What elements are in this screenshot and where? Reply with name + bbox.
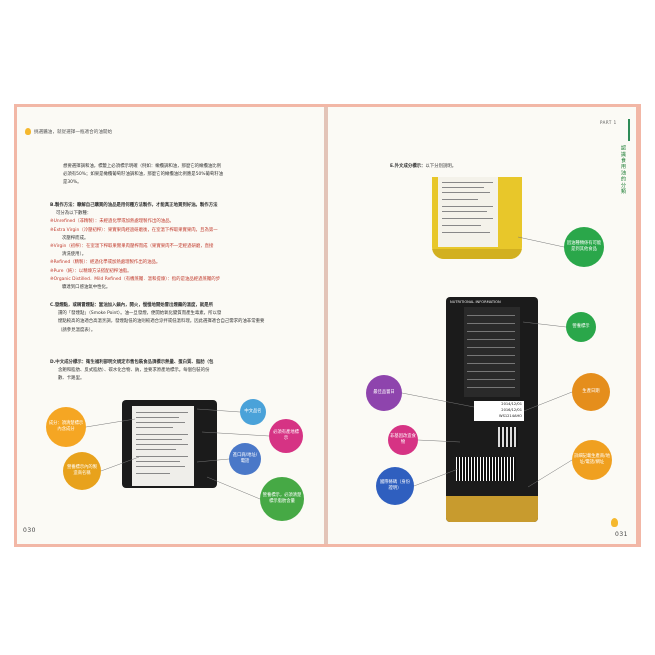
circle-ingredients: 成分：須清楚標示內含成分	[46, 407, 86, 447]
date-line: 2014/12/01	[501, 402, 522, 406]
section-line: ※Organic Distilled．Mild Refined（有機蒸餾．溫和提…	[50, 276, 221, 282]
intro-line: 想要選擇調和油，標籤上必須標示明確（例如：橄欖調和油，那麼它的橄欖油比例	[63, 164, 222, 169]
section-line: 謂的「發煙點」（Smoke Point）。油一旦發煙，便開始氧化變質而產生毒素，…	[58, 311, 222, 317]
section-line: 驟達到口感油氣中性化。	[62, 285, 111, 291]
left-page-number: 030	[23, 527, 36, 534]
left-page: 挑選醬油，就從選擇一瓶適合的油開始 想要選擇調和油，標籤上必須標示明確（例如：橄…	[17, 107, 324, 544]
section-d: D.中文成分標示：衛生福利部明文規定市售包裝食品須標示熱量、蛋白質、脂肪（包 含…	[50, 359, 300, 384]
left-header: 挑選醬油，就從選擇一瓶適合的油開始	[34, 130, 113, 135]
section-line: 含飽和脂肪、反式脂肪）、碳水化合物、鈉，並要求原產地標示。每個包裝的份	[58, 368, 210, 374]
section-c: C.發煙點，或稱冒煙點：當油加入鍋內，開火，慢慢地開始冒出煙霧的溫度，就是所 謂…	[50, 302, 300, 335]
date-line: WS1214AHO	[499, 414, 522, 418]
header-bulb-icon	[25, 128, 31, 135]
barcode-icon	[456, 457, 516, 481]
circle-importer-info: 詳細記載生產商/地址/電話/網址	[572, 440, 612, 480]
right-page: PART 1 認識食用油的分類 E.外文成分標示：以下分別說明。 NUTRIT	[328, 107, 636, 544]
right-page-number: 031	[615, 531, 628, 538]
intro-line: 是30%。	[63, 180, 82, 186]
section-e-heading: E.外文成分標示：以下分別說明。	[390, 163, 590, 171]
circle-nutrition-label: 營養標示	[566, 312, 596, 342]
section-line: ※Unrefined（非精製）：未經過化學或加熱處理製作出的油品。	[50, 219, 174, 225]
bottle-nutrition-table	[464, 307, 520, 397]
section-line: 次壓榨而成。	[62, 235, 89, 241]
can-photo	[432, 177, 522, 259]
circle-origin: 必須有產地標示	[269, 419, 303, 453]
section-line: ※Virgin（初榨）：在室溫下榨取果實果肉壓榨而成（果實果肉不一定經過研磨，直…	[50, 244, 214, 250]
book-spread: 挑選醬油，就從選擇一瓶適合的油開始 想要選擇調和油，標籤上必須標示明確（例如：橄…	[14, 104, 641, 547]
section-line: ※Extra Virgin（冷壓初榨）：果實果肉經過研磨後，在室溫下榨取果實果肉…	[50, 227, 218, 233]
qr-code-icon	[498, 427, 518, 447]
section-line: 可分為以下數種：	[56, 211, 92, 217]
side-tab-bar	[628, 119, 630, 141]
part-label: PART 1	[600, 120, 617, 125]
section-line: 煙點較高的油適合高溫烹調，發煙點低的油則較適合涼拌或低溫料理。因此選擇適合自己需…	[58, 319, 265, 325]
circle-oil-type: 因油種類係有可能是到其他食品	[564, 227, 604, 267]
side-tab: 認識食用油的分類	[620, 145, 626, 195]
gutter	[324, 107, 328, 544]
bottle-bottom-gold	[446, 496, 538, 522]
section-line: 清洗使用）。	[62, 252, 87, 258]
bottle-photo-2: NUTRITIONAL INFORMATION 2014/12/01 2016/…	[446, 297, 538, 522]
section-e-label: E.外文成分標示：	[390, 164, 426, 169]
section-line: B.製作方法：瞭解自己購買的油品是用何種方法製作，才能真正地買到好油。製作方法	[50, 203, 218, 208]
intro-paragraph: 想要選擇調和油，標籤上必須標示明確（例如：橄欖調和油，那麼它的橄欖油比例 必須有…	[63, 163, 293, 188]
section-b: B.製作方法：瞭解自己購買的油品是用何種方法製作，才能真正地買到好油。製作方法 …	[50, 202, 300, 292]
circle-nutrition: 營養標示內的製造商名稱	[63, 452, 101, 490]
bottle-photo	[122, 400, 217, 488]
section-line: D.中文成分標示：衛生福利部明文規定市售包裝食品須標示熱量、蛋白質、脂肪（包	[50, 360, 214, 365]
intro-line: 必須有50%；如果是橄欖葡萄籽油調和油，那麼它的橄欖油比例應是50%葡萄籽油	[63, 172, 224, 178]
circle-production-date: 生產日期	[572, 373, 610, 411]
section-line: C.發煙點，或稱冒煙點：當油加入鍋內，開火，慢慢地開始冒出煙霧的溫度，就是所	[50, 303, 213, 308]
footer-bulb-icon	[611, 518, 618, 527]
circle-non-gmo: 非基因改造食物	[388, 425, 418, 455]
section-line: 數、卡路里。	[58, 376, 85, 382]
bottle-date-box: 2014/12/01 2016/12/01 WS1214AHO	[474, 401, 524, 421]
section-e-text: 以下分別說明。	[425, 164, 457, 169]
section-line: ※Refined（精製）：經過化學或加熱處理製作出的油品。	[50, 260, 161, 266]
circle-barcode: 國際條碼（身份證明）	[376, 467, 414, 505]
circle-label: 營養標示，必須清楚標示脂肪含量	[260, 477, 304, 521]
section-line: （請參見溫度表）。	[58, 327, 96, 333]
circle-importer: 進口商/地址/電話	[229, 443, 261, 475]
date-line: 2016/12/01	[501, 408, 522, 412]
circle-name: 中文品名	[240, 399, 266, 425]
bottle-nutrition-title: NUTRITIONAL INFORMATION	[450, 300, 501, 304]
can-rim	[432, 249, 522, 259]
section-line: ※Pure（純）：以精煉方法搭配初榨油脂。	[50, 268, 132, 274]
can-label	[438, 177, 498, 247]
circle-best-before: 最佳品嘗日	[366, 375, 402, 411]
bottle-label	[132, 406, 194, 486]
